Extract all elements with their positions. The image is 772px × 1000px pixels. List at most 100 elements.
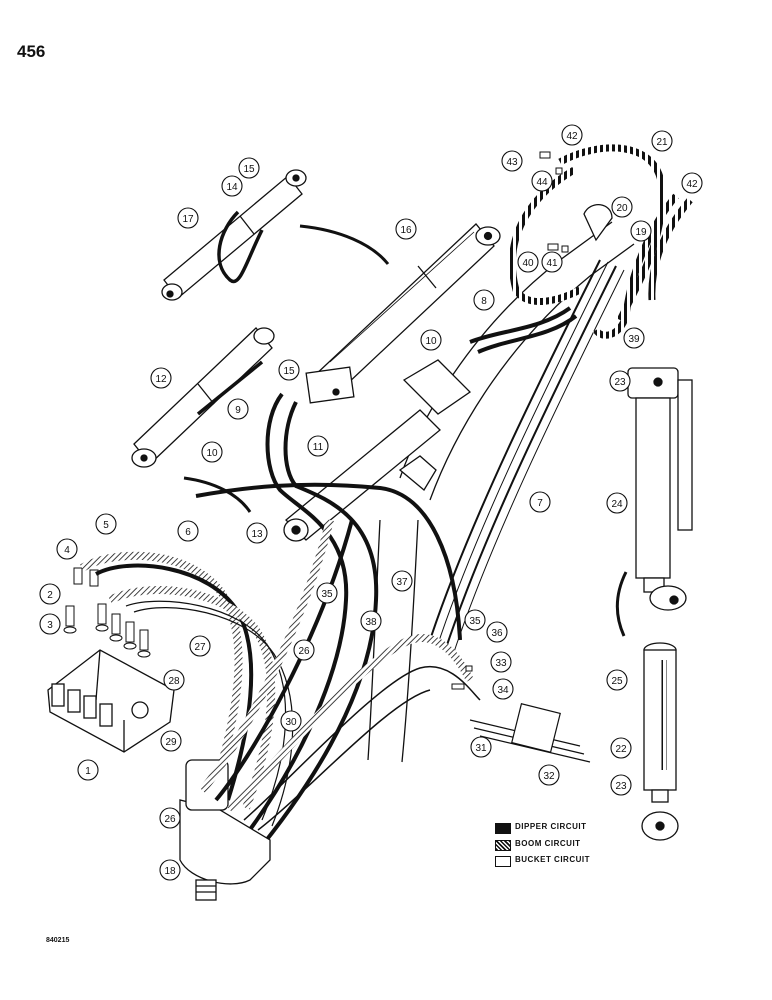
callout-9: 9 [227,398,249,420]
svg-text:25: 25 [611,676,623,687]
callout-6: 6 [177,520,199,542]
svg-text:37: 37 [396,577,408,588]
svg-text:8: 8 [481,296,487,307]
svg-text:32: 32 [543,771,555,782]
dipper-hoses [195,306,578,860]
svg-text:7: 7 [537,498,543,509]
svg-text:20: 20 [616,203,628,214]
svg-text:19: 19 [635,227,647,238]
callout-28: 28 [163,669,185,691]
svg-text:41: 41 [546,258,558,269]
control-valve-1 [47,649,175,753]
cylinder-12 [131,327,275,468]
callout-7: 7 [529,491,551,513]
callout-37: 37 [391,570,413,592]
cylinder-17 [161,169,307,301]
svg-text:31: 31 [475,743,487,754]
svg-text:34: 34 [497,685,509,696]
svg-text:5: 5 [103,520,109,531]
svg-text:42: 42 [566,131,578,142]
callout-5: 5 [95,513,117,535]
legend-label: BOOM CIRCUIT [515,839,581,848]
legend-swatch-open [495,856,511,867]
callout-20: 20 [611,196,633,218]
callout-35a: 35 [316,582,338,604]
svg-text:11: 11 [313,442,324,453]
svg-text:30: 30 [285,717,297,728]
callout-40: 40 [517,251,539,273]
callout-22: 22 [610,737,632,759]
callout-3: 3 [39,613,61,635]
callout-10a: 10 [201,441,223,463]
callout-25: 25 [606,669,628,691]
svg-text:38: 38 [365,617,377,628]
svg-text:26: 26 [298,646,310,657]
page-number: 456 [17,42,46,61]
callout-30: 30 [280,710,302,732]
callout-42b: 42 [681,172,703,194]
svg-text:43: 43 [506,157,518,168]
callout-23a: 23 [609,370,631,392]
callout-43: 43 [501,150,523,172]
drawing-id: 840215 [46,937,70,944]
callout-2: 2 [39,583,61,605]
legend-label: BUCKET CIRCUIT [515,855,590,864]
svg-text:42: 42 [686,179,698,190]
svg-text:33: 33 [495,658,507,669]
callout-38: 38 [360,610,382,632]
callout-31: 31 [470,736,492,758]
svg-text:1: 1 [85,766,91,777]
callout-8: 8 [473,289,495,311]
callout-13: 13 [246,522,268,544]
svg-text:36: 36 [491,628,503,639]
svg-text:2: 2 [47,590,53,601]
svg-text:10: 10 [206,448,218,459]
callout-10b: 10 [420,329,442,351]
svg-text:6: 6 [185,527,191,538]
callout-14: 14 [221,175,243,197]
callout-36: 36 [486,621,508,643]
legend-label: DIPPER CIRCUIT [515,822,587,831]
svg-text:3: 3 [47,620,53,631]
legend-dipper: DIPPER CIRCUIT [495,822,655,834]
callout-27: 27 [189,635,211,657]
svg-text:18: 18 [164,866,176,877]
svg-text:16: 16 [400,225,412,236]
svg-text:17: 17 [182,214,194,225]
callout-26b: 26 [159,807,181,829]
callout-4: 4 [56,538,78,560]
svg-text:35: 35 [469,616,481,627]
bucket-cylinder-24 [627,367,693,611]
stroke-arc-12 [183,476,252,513]
callout-29: 29 [160,730,182,752]
svg-text:23: 23 [615,781,627,792]
callout-11: 11 [307,435,329,457]
callout-23b: 23 [610,774,632,796]
legend-boom: BOOM CIRCUIT [495,839,655,851]
callout-16: 16 [395,218,417,240]
svg-text:15: 15 [243,164,255,175]
callout-39: 39 [623,327,645,349]
stroke-arc-24 [615,571,628,637]
clamp-31 [469,703,591,763]
svg-text:12: 12 [155,374,167,385]
callout-41: 41 [541,251,563,273]
svg-text:24: 24 [611,499,623,510]
svg-text:4: 4 [64,545,70,556]
svg-text:15: 15 [283,366,295,377]
callout-44: 44 [531,170,553,192]
svg-text:29: 29 [165,737,177,748]
bolt-33-34 [451,665,473,690]
svg-text:10: 10 [425,336,437,347]
callout-15a: 15 [238,157,260,179]
svg-text:28: 28 [168,676,180,687]
callout-19: 19 [630,220,652,242]
callout-1: 1 [77,759,99,781]
callout-15b: 15 [278,359,300,381]
fittings-43-44 [539,151,569,253]
hose-17 [217,210,264,284]
svg-text:44: 44 [536,177,548,188]
coiled-hoses-21 [508,144,693,339]
bucket-cylinder-25 [641,642,679,841]
